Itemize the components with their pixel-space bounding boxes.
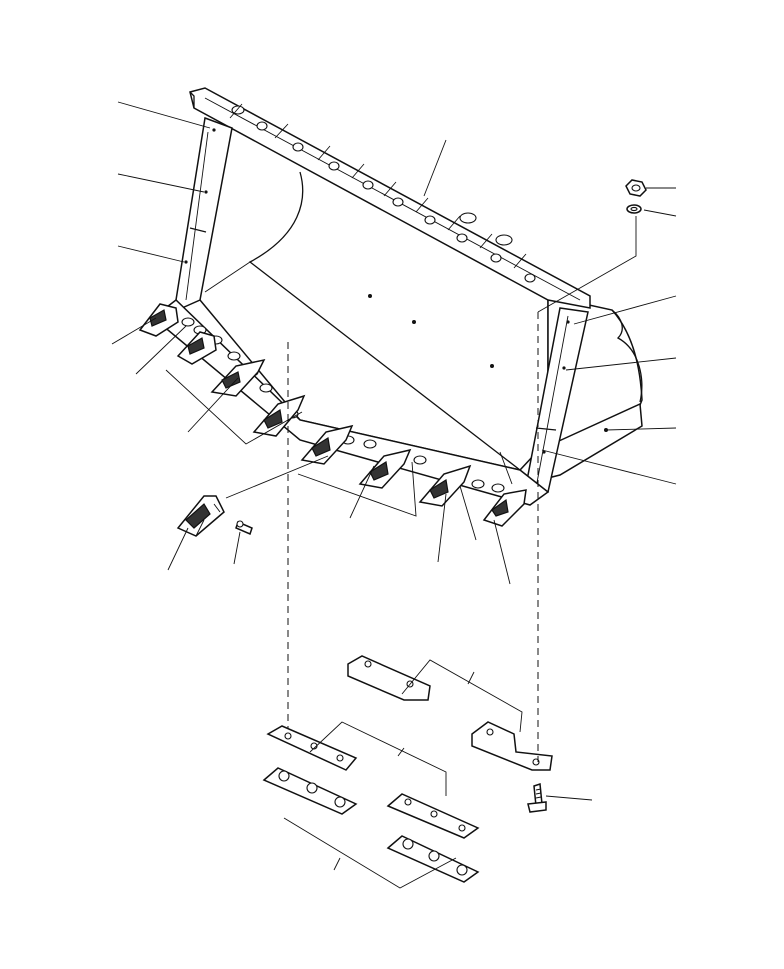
tooth-5 (300, 424, 354, 465)
wear-plate-2 (262, 767, 358, 815)
tooth-pin (235, 520, 253, 536)
nut (625, 179, 647, 197)
wear-plate-3 (386, 793, 480, 839)
tooth-1 (138, 303, 179, 337)
tooth-2 (176, 331, 217, 365)
tooth-7 (418, 464, 472, 507)
loose-tooth (176, 495, 225, 537)
rail-bosses (231, 105, 536, 283)
assembly-lines (287, 216, 637, 762)
tooth-4 (252, 394, 306, 437)
loader-bucket (148, 87, 643, 506)
corner-plate-lower (471, 721, 553, 771)
wear-plate-1 (266, 725, 358, 771)
washer (626, 204, 642, 214)
tooth-6 (358, 448, 412, 489)
leader-lines (111, 101, 677, 889)
wear-plate-4 (386, 835, 480, 883)
bolt (527, 782, 547, 813)
tooth-8 (482, 489, 527, 527)
left-side-post (175, 116, 233, 309)
corner-plate-upper (347, 655, 431, 701)
